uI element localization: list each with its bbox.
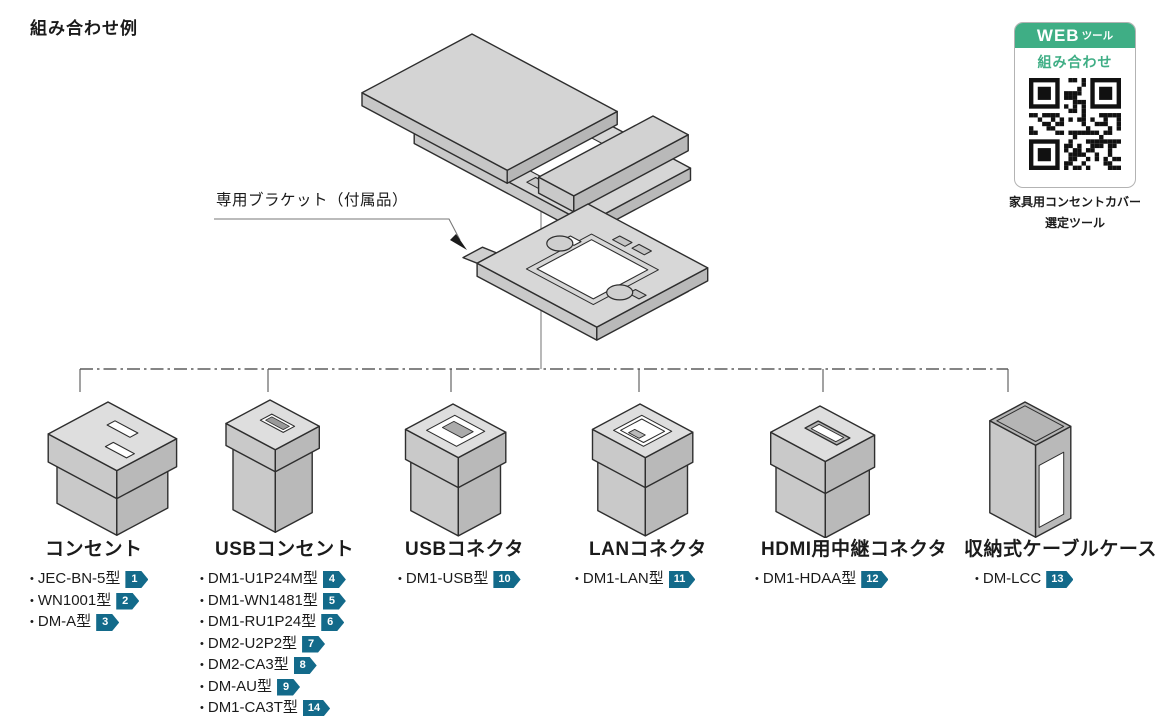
ref-badge[interactable]: 14 bbox=[303, 700, 330, 716]
ref-badge[interactable]: 7 bbox=[302, 636, 325, 653]
model-label: DM-A型 bbox=[37, 613, 92, 630]
model-label: DM2-CA3型 bbox=[207, 656, 289, 673]
bracket-label: 専用ブラケット（付属品） bbox=[216, 192, 409, 209]
model-label: JEC-BN-5型 bbox=[37, 570, 121, 587]
ref-badge[interactable]: 4 bbox=[323, 571, 346, 588]
model-item: •DM1-WN1481型 5 bbox=[200, 590, 400, 612]
ref-badge[interactable]: 10 bbox=[493, 571, 520, 588]
bullet-icon: • bbox=[30, 616, 34, 628]
column-heading: LANコネクタ bbox=[589, 539, 707, 560]
model-label: DM1-U1P24M型 bbox=[207, 570, 318, 587]
ref-badge[interactable]: 11 bbox=[669, 571, 696, 588]
bullet-icon: • bbox=[200, 637, 204, 650]
page-title: 組み合わせ例 bbox=[30, 19, 138, 38]
bullet-icon: • bbox=[755, 573, 759, 585]
bullet-icon: • bbox=[30, 573, 34, 585]
ref-badge[interactable]: 6 bbox=[321, 614, 344, 631]
column-heading: 収納式ケーブルケース bbox=[964, 539, 1157, 560]
column-heading: USBコネクタ bbox=[405, 539, 524, 560]
ref-badge[interactable]: 13 bbox=[1046, 571, 1073, 588]
bullet-icon: • bbox=[200, 616, 204, 628]
model-label: DM-LCC bbox=[982, 570, 1042, 587]
model-label: DM1-LAN型 bbox=[582, 570, 664, 587]
bullet-icon: • bbox=[30, 594, 34, 607]
ref-badge[interactable]: 2 bbox=[116, 593, 139, 610]
column-heading: HDMI用中継コネクタ bbox=[761, 539, 948, 560]
bullet-icon: • bbox=[200, 680, 204, 693]
model-label: DM1-HDAA型 bbox=[762, 570, 857, 587]
model-label: DM-AU型 bbox=[207, 677, 273, 695]
model-label: WN1001型 bbox=[37, 591, 112, 609]
bullet-icon: • bbox=[975, 573, 979, 585]
ref-badge[interactable]: 9 bbox=[277, 679, 300, 696]
bullet-icon: • bbox=[200, 702, 204, 714]
web-tool-caption: 家具用コンセントカバー 選定ツール bbox=[1008, 195, 1141, 230]
ref-badge[interactable]: 3 bbox=[96, 614, 119, 631]
web-tool-tag: WEB bbox=[1036, 25, 1080, 45]
qr-code-icon bbox=[1029, 78, 1121, 170]
bullet-icon: • bbox=[200, 573, 204, 585]
bullet-icon: • bbox=[200, 659, 204, 671]
model-item: •DM2-CA3型 8 bbox=[200, 654, 400, 676]
ref-badge[interactable]: 5 bbox=[323, 593, 346, 610]
model-label: DM1-CA3T型 bbox=[207, 699, 298, 716]
model-item: •DM1-CA3T型 14 bbox=[200, 697, 400, 716]
ref-badge[interactable]: 12 bbox=[861, 571, 888, 588]
column-heading: コンセント bbox=[45, 539, 143, 560]
web-tool-label: 組み合わせ bbox=[1037, 54, 1113, 70]
leader-arrow-icon bbox=[450, 234, 467, 250]
column-heading: USBコンセント bbox=[215, 539, 355, 560]
bullet-icon: • bbox=[398, 573, 402, 585]
model-label: DM1-RU1P24型 bbox=[207, 613, 317, 630]
model-label: DM2-U2P2型 bbox=[207, 634, 298, 652]
ref-badge[interactable]: 8 bbox=[294, 657, 317, 674]
bullet-icon: • bbox=[575, 573, 579, 585]
ref-badge[interactable]: 1 bbox=[125, 571, 148, 588]
model-label: DM1-USB型 bbox=[405, 570, 489, 587]
bullet-icon: • bbox=[200, 594, 204, 607]
model-label: DM1-WN1481型 bbox=[207, 591, 318, 609]
